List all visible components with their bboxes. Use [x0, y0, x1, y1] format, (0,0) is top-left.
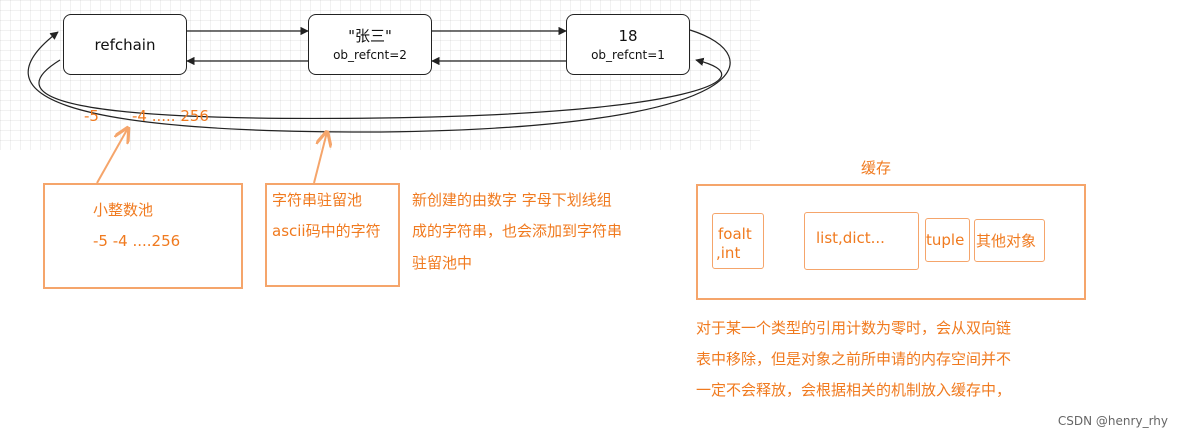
small-int-pool-box: [43, 183, 243, 289]
string-pool-line1: 字符串驻留池: [272, 191, 363, 209]
cache-item-tuple: [925, 218, 970, 262]
node-refchain: refchain: [63, 14, 187, 75]
cache-item-list-dict: [804, 212, 919, 270]
arrow-to-string-range: [313, 132, 327, 184]
node-zhangsan-refcnt: ob_refcnt=2: [333, 47, 407, 62]
cache-item-float-line2: ,int: [716, 244, 741, 262]
small-int-pool-title: 小整数池: [93, 201, 154, 219]
string-pool-box: [265, 183, 400, 287]
node-refchain-title: refchain: [94, 35, 156, 54]
node-18-title: 18: [618, 26, 638, 45]
range-label-neg4-256: -4 ..... 256: [132, 107, 209, 125]
small-int-pool-range: -5 -4 ....256: [93, 232, 181, 250]
cache-title: 缓存: [861, 159, 892, 177]
watermark: CSDN @henry_rhy: [1057, 414, 1168, 428]
cache-item-float-int: [712, 213, 764, 269]
string-note-line1: 新创建的由数字 字母下划线组: [412, 191, 612, 209]
loop-inner-curve: [38, 57, 723, 120]
range-label-neg5: -5: [84, 107, 99, 125]
cache-note-line3: 一定不会释放，会根据相关的机制放入缓存中，: [696, 381, 1012, 399]
node-zhangsan: "张三" ob_refcnt=2: [308, 14, 432, 75]
cache-note-line1: 对于某一个类型的引用计数为零时，会从双向链: [696, 319, 1012, 337]
node-18-refcnt: ob_refcnt=1: [591, 47, 665, 62]
cache-note-line2: 表中移除，但是对象之前所申请的内存空间并不: [696, 350, 1012, 368]
string-pool-line2: ascii码中的字符: [272, 222, 381, 240]
cache-item-list-dict-label: list,dict...: [816, 229, 885, 247]
node-zhangsan-title: "张三": [348, 26, 392, 45]
node-18: 18 ob_refcnt=1: [566, 14, 690, 75]
arrow-to-small-int-range: [96, 128, 128, 184]
string-note-line2: 成的字符串，也会添加到字符串: [412, 222, 623, 240]
cache-item-float-line1: foalt: [718, 225, 752, 243]
cache-box: [696, 184, 1086, 300]
loop-outer-curve: [27, 29, 731, 133]
string-note-line3: 驻留池中: [412, 254, 473, 272]
cache-item-other-label: 其他对象: [976, 232, 1037, 250]
cache-item-other: [974, 219, 1045, 262]
cache-item-tuple-label: tuple: [926, 231, 965, 249]
